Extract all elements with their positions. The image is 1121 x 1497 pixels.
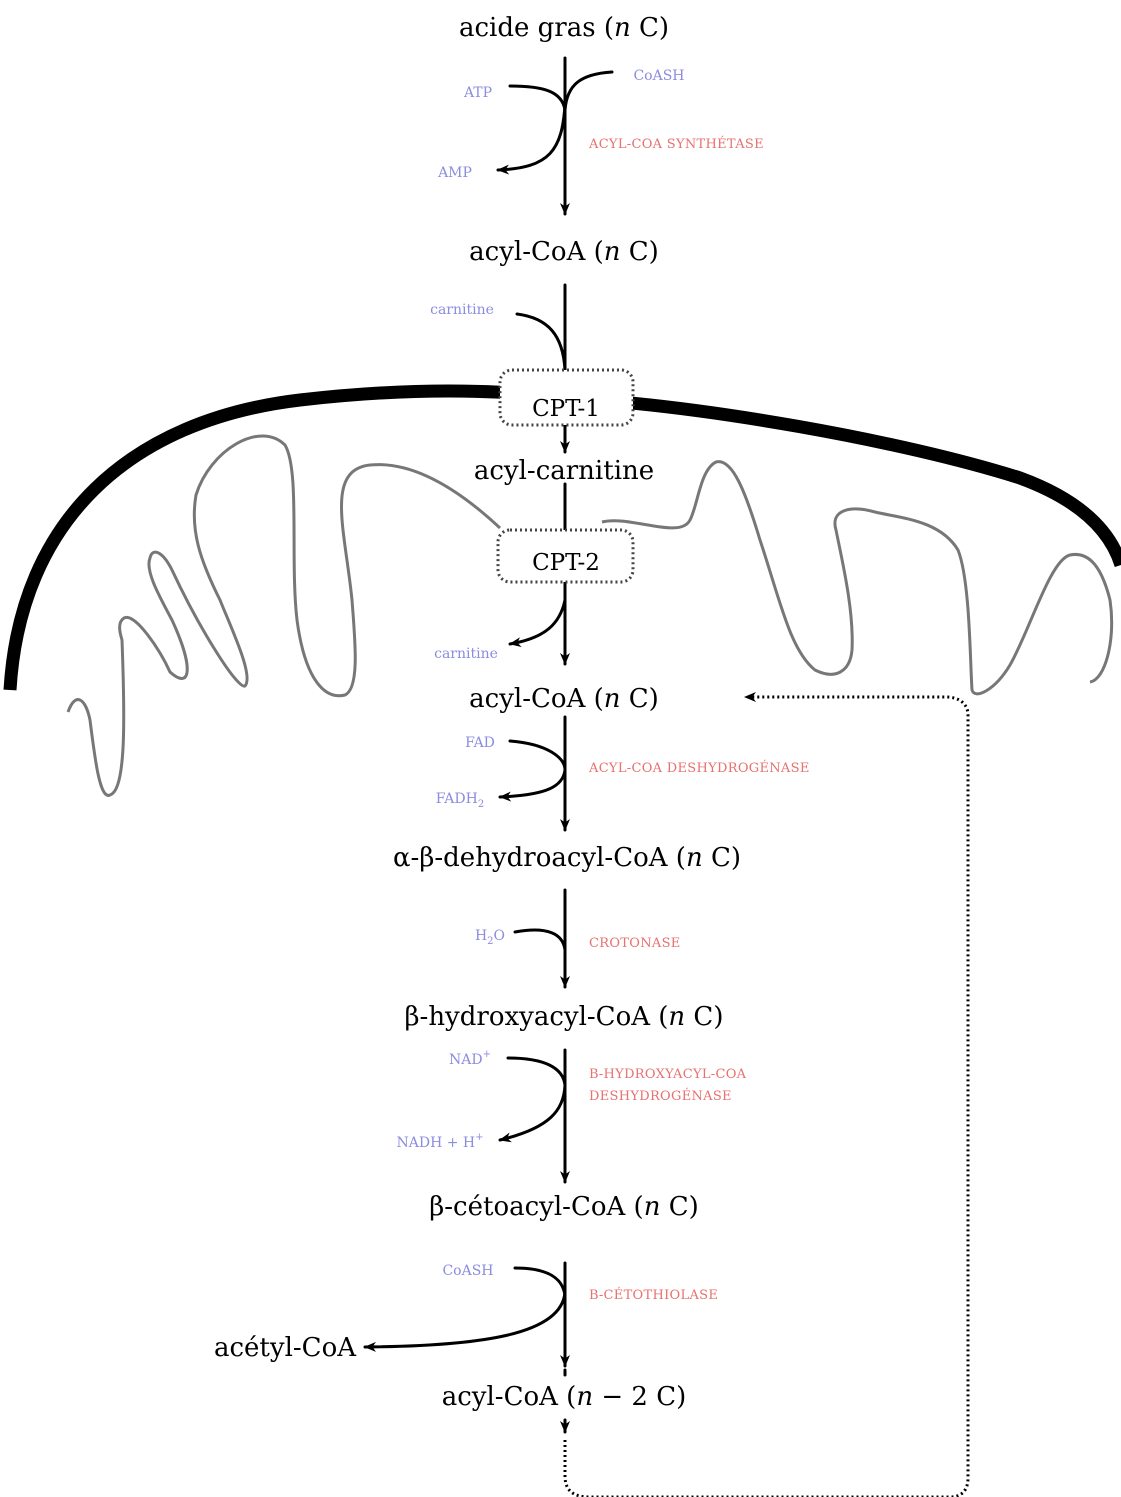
cpt1-transporter: CPT-1	[498, 368, 635, 427]
cofactor-nadh: NADH + H+	[396, 1132, 483, 1151]
coash-curve	[563, 70, 614, 112]
cofactor-carnitine-in: carnitine	[430, 302, 494, 318]
cpt1-label: CPT-1	[532, 396, 600, 422]
enzyme-cetothiolase: Β-CÉTOTHIOLASE	[589, 1287, 718, 1303]
cofactor-fad: FAD	[465, 735, 495, 751]
inner-mitochondrial-membrane-left	[66, 434, 502, 797]
cpt2-transporter: CPT-2	[496, 528, 635, 584]
cofactor-fadh2: FADH2	[436, 791, 484, 810]
metabolite-dehydroacyl-coa: α-β-dehydroacyl-CoA (n C)	[393, 843, 741, 873]
fad-arrow	[498, 739, 567, 802]
acetyl-coa-arrow	[363, 1290, 567, 1352]
cofactor-amp: AMP	[437, 165, 472, 181]
metabolite-hydroxyacyl-coa: β-hydroxyacyl-CoA (n C)	[405, 1002, 724, 1032]
coash-2-curve	[513, 1266, 567, 1298]
amp-arrow	[496, 103, 567, 175]
cofactor-h2o: H2O	[475, 928, 505, 947]
metabolite-acyl-coa-cytosol: acyl-CoA (n C)	[469, 237, 659, 267]
cofactor-coash-1: CoASH	[633, 68, 684, 84]
metabolite-acyl-coa-n-minus-2: acyl-CoA (n − 2 C)	[442, 1382, 687, 1412]
cofactor-coash-2: CoASH	[442, 1263, 493, 1279]
metabolite-acetyl-coa: acétyl-CoA	[214, 1333, 357, 1363]
enzyme-hydroxyacyl-dehydrogenase-line1: Β-HYDROXYACYL-COA	[589, 1067, 747, 1082]
carnitine-out-arrow	[508, 598, 567, 648]
atp-curve	[508, 84, 567, 112]
metabolite-acyl-carnitine: acyl-carnitine	[474, 456, 654, 486]
enzyme-acyl-coa-dehydrogenase: ACYL-COA DESHYDROGÉNASE	[588, 760, 810, 776]
enzyme-crotonase: CROTONASE	[589, 936, 681, 951]
cofactor-atp: ATP	[463, 85, 492, 101]
cofactor-carnitine-out: carnitine	[434, 646, 498, 662]
h2o-curve	[513, 928, 567, 952]
metabolite-acyl-coa-matrix: acyl-CoA (n C)	[469, 684, 659, 714]
carnitine-in-curve	[515, 312, 567, 372]
inner-mitochondrial-membrane-right	[601, 460, 1114, 696]
cpt2-label: CPT-2	[532, 550, 600, 576]
metabolite-fatty-acid: acide gras (n C)	[459, 13, 669, 43]
enzyme-acyl-coa-synthetase: ACYL-COA SYNTHÉTASE	[588, 136, 764, 152]
metabolite-cetoacyl-coa: β-cétoacyl-CoA (n C)	[429, 1192, 699, 1222]
cofactor-nad: NAD+	[449, 1049, 491, 1068]
nad-arrow	[498, 1056, 567, 1143]
enzyme-hydroxyacyl-dehydrogenase-line2: DESHYDROGÉNASE	[589, 1088, 732, 1104]
